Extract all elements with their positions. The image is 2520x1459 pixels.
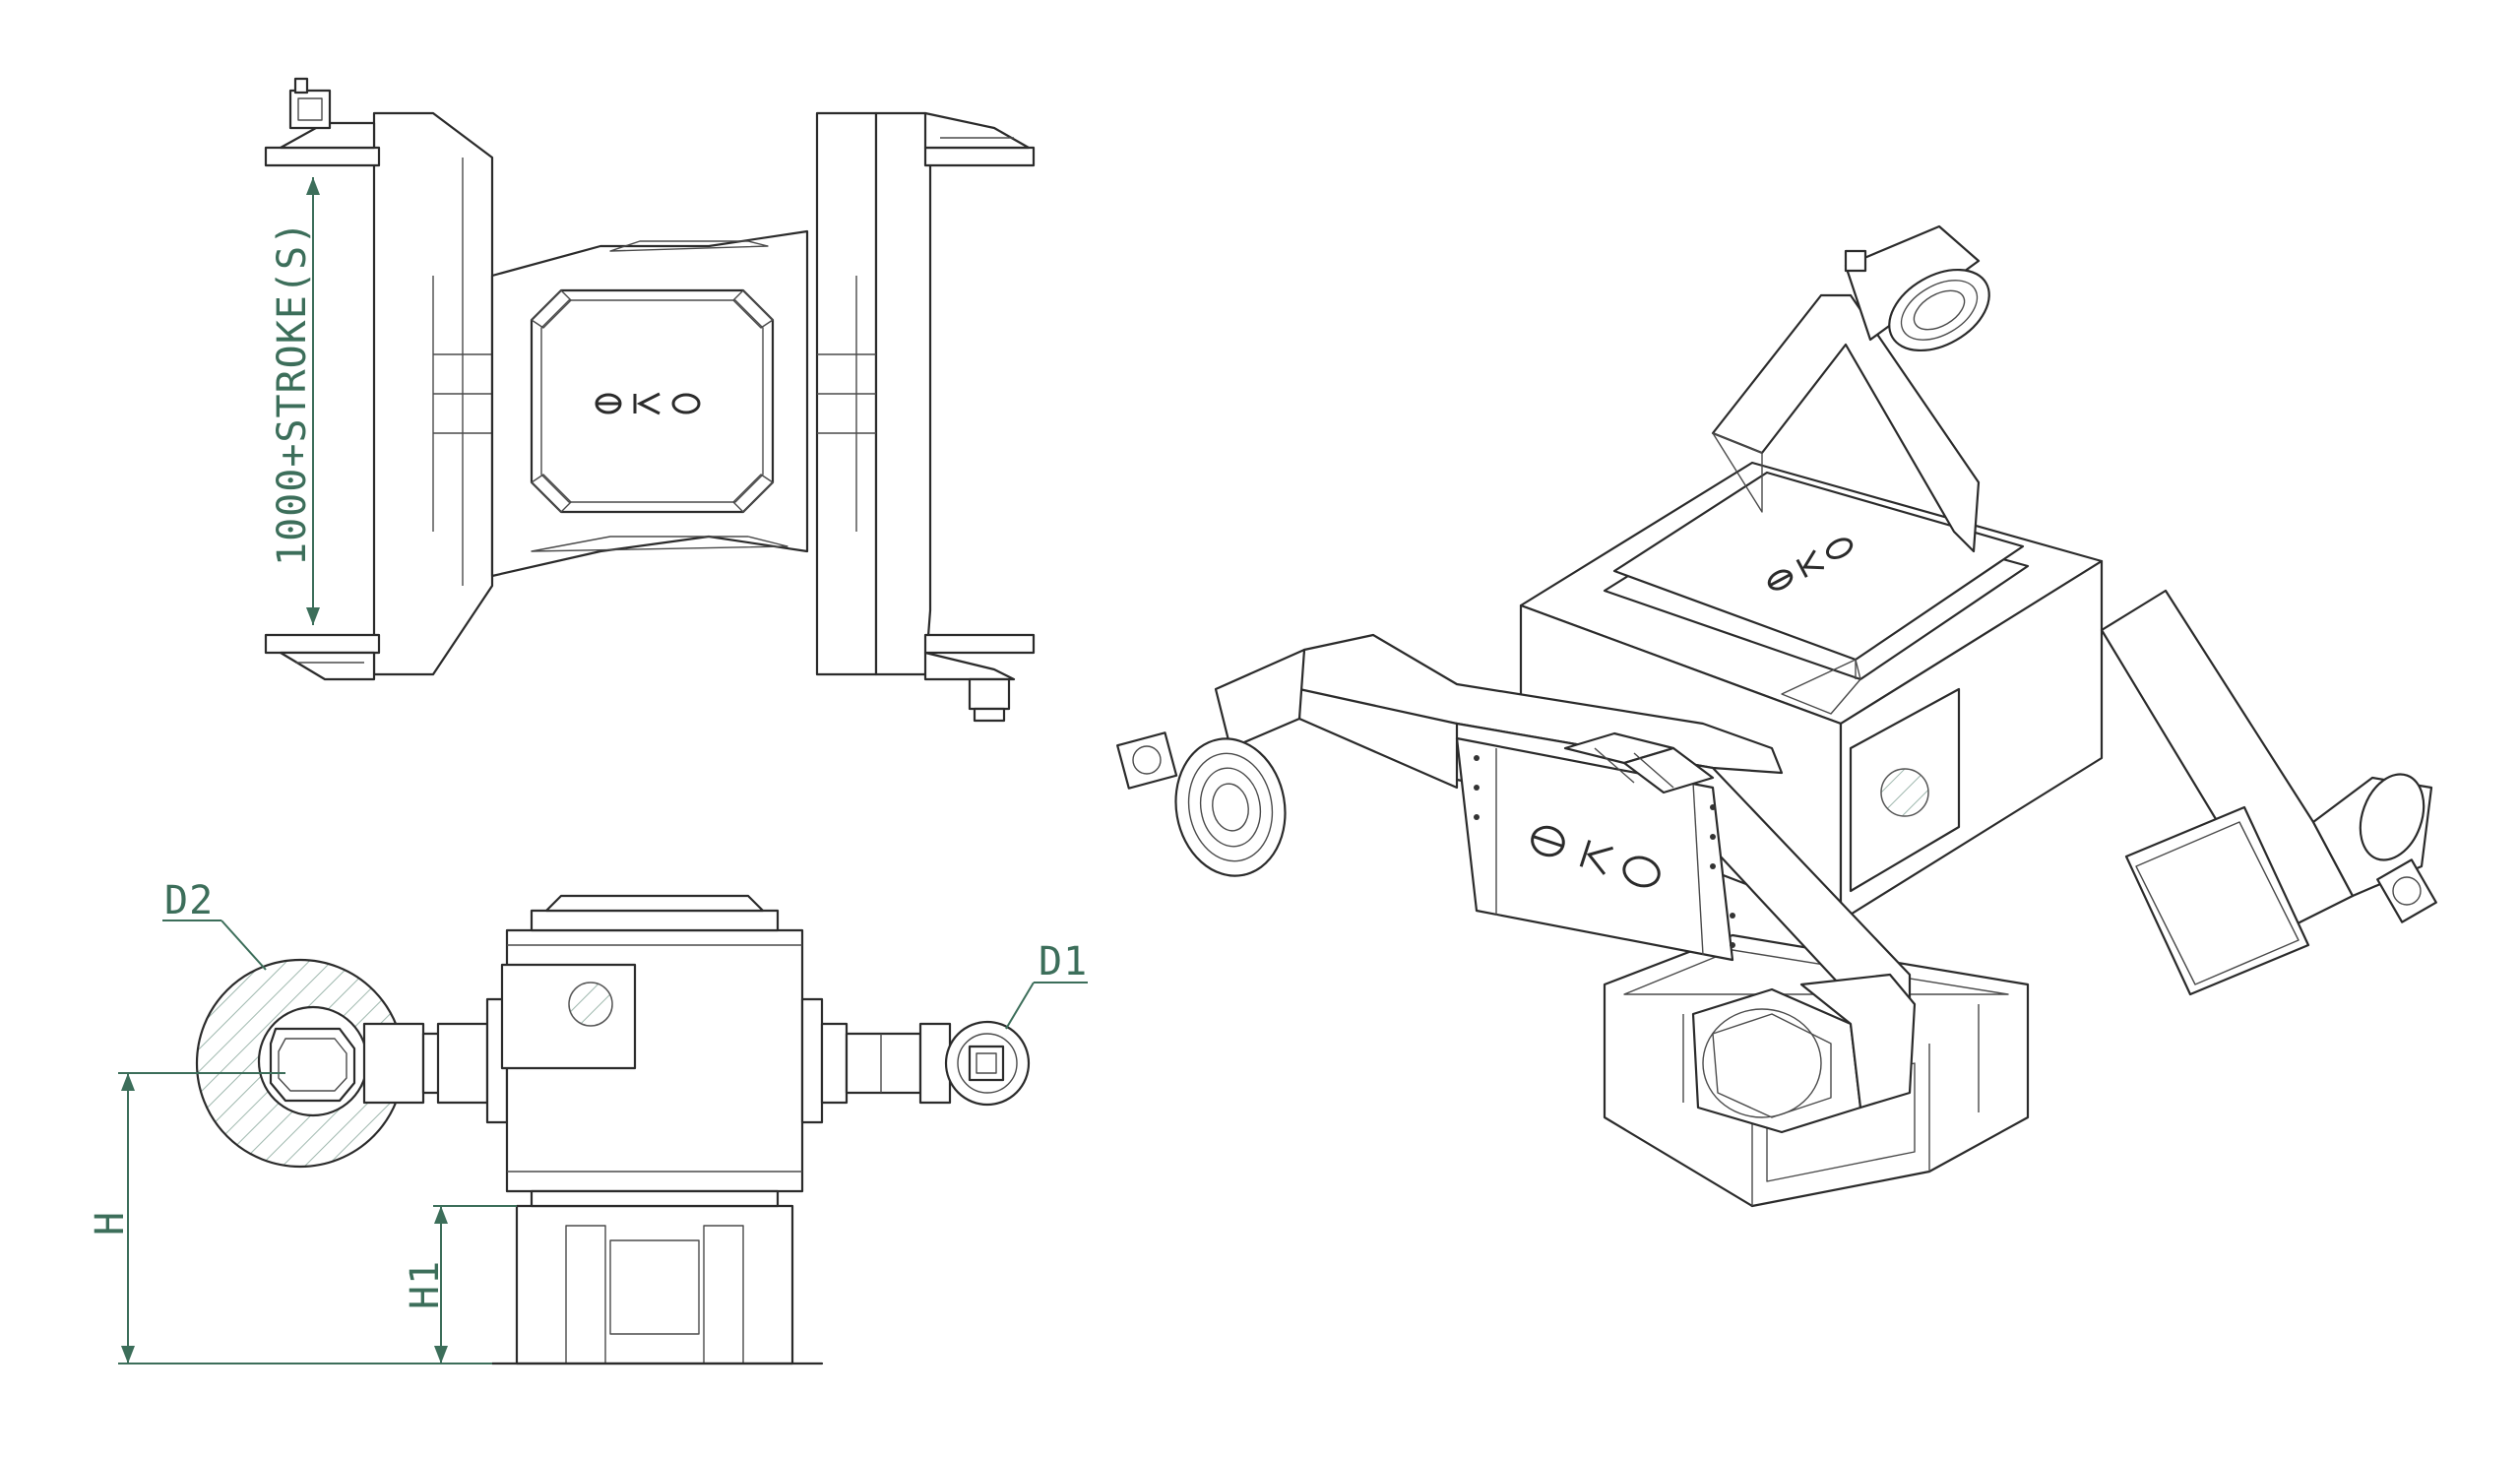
iso-left-faceplate [1116,648,1306,877]
top-view: 1000+STROKE(S) [264,77,1036,723]
front-view-pedestal [515,1204,794,1365]
top-view-right-arm [815,111,1036,723]
stroke-dimension: 1000+STROKE(S) [270,177,320,625]
d2-label: D2 [164,878,214,923]
top-view-center-body [490,229,809,578]
iso-rear-arm [1711,224,2437,996]
iso-arm-logo [1531,825,1661,888]
h1-dimension: H1 [403,1205,517,1364]
iso-rear-faceplate [1888,268,1990,352]
h1-dimension-label: H1 [403,1260,448,1309]
d1-label: D1 [1039,939,1088,984]
iso-arm-bolts [1474,755,1735,948]
top-view-left-arm [264,77,494,681]
front-view: H H1 D2 D1 [88,878,1088,1365]
front-view-vent-panel [500,963,637,1070]
d2-callout: D2 [162,878,267,971]
top-view-logo [595,392,701,415]
isometric-view [1116,224,2437,1208]
stroke-dimension-label: 1000+STROKE(S) [270,221,315,566]
h-dimension: H [88,1072,492,1364]
h-dimension-label: H [88,1211,133,1236]
iso-lid-logo [1767,538,1854,591]
d1-callout: D1 [1005,939,1088,1030]
iso-rear-motor [2376,858,2437,923]
iso-front-arm [1297,633,1917,1134]
